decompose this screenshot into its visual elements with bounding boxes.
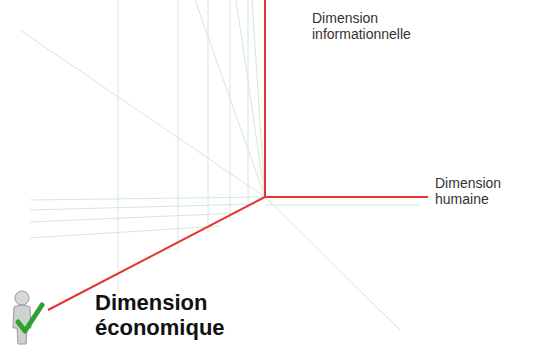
axis-label: Dimension informationnelle [312, 10, 432, 42]
grid-line [30, 213, 240, 222]
person-icon [13, 291, 42, 344]
grid-line [195, 0, 265, 197]
perspective-grid [20, 0, 420, 330]
grid-line [236, 0, 265, 197]
grid-line [178, 0, 179, 250]
red-axes [48, 0, 428, 310]
grid-line [265, 205, 420, 206]
grid-line [118, 0, 119, 290]
vertical-axis [264, 0, 266, 197]
check-mark [18, 305, 42, 331]
grid-line [30, 204, 255, 210]
grid-line [265, 197, 400, 330]
grid-line [20, 30, 265, 197]
grid-line [230, 0, 231, 220]
axis-label: Dimension humaine [435, 175, 530, 207]
main-axis-label: Dimension économique [95, 290, 280, 341]
grid-line [252, 0, 265, 197]
grid-line [248, 0, 249, 208]
icon-head [15, 291, 29, 305]
horizontal-axis [265, 196, 428, 198]
grid-line [30, 197, 265, 200]
